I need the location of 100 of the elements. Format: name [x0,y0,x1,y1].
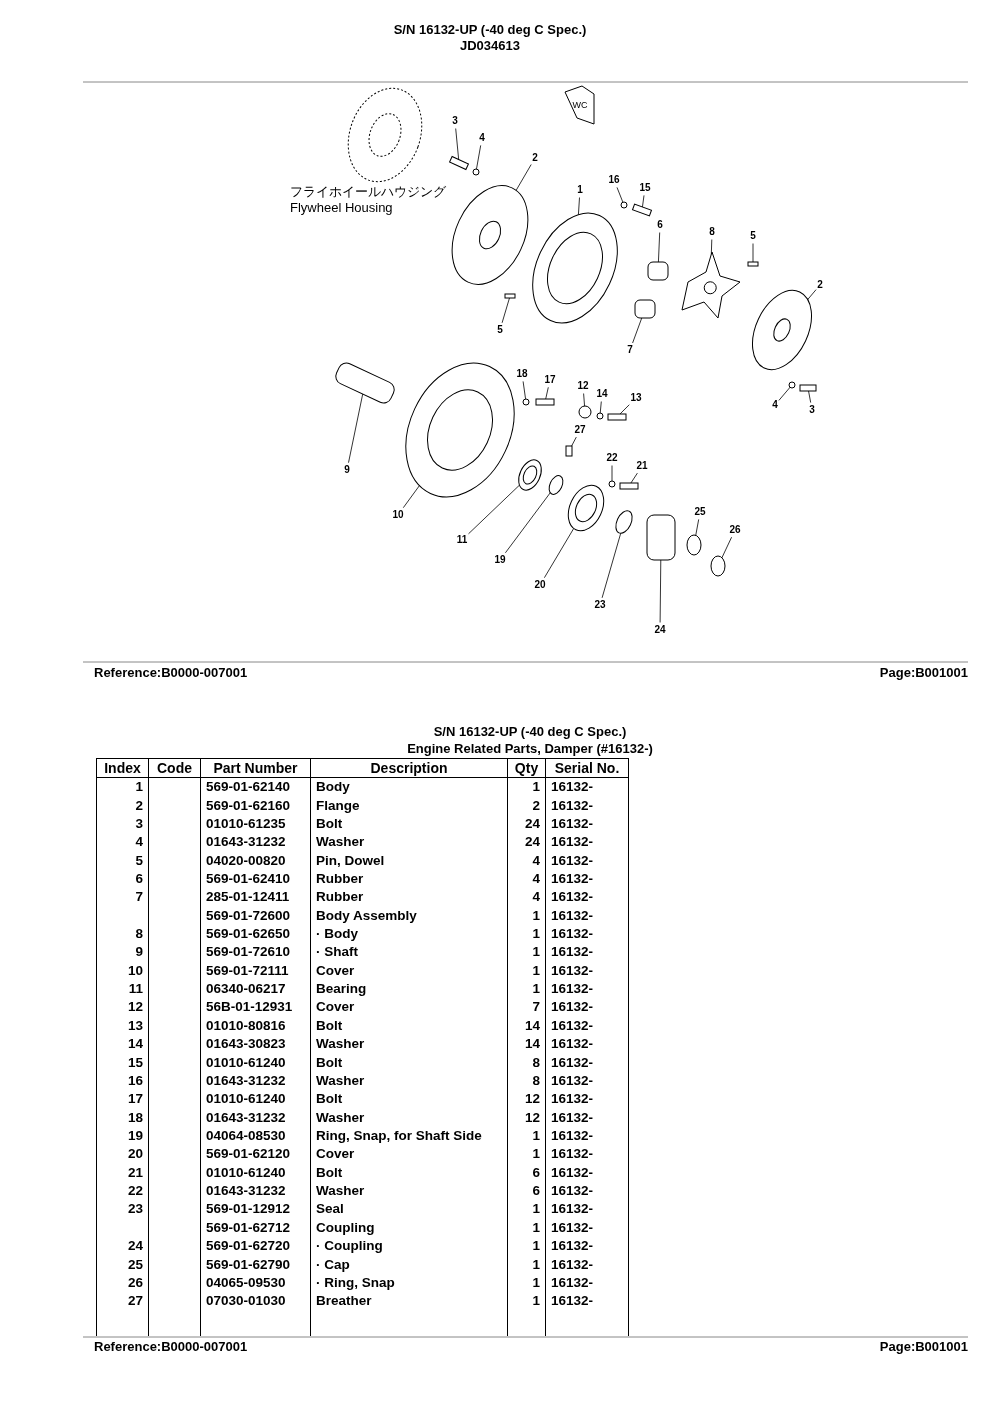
leader-line [778,386,791,401]
index-cell: 10 [96,961,149,980]
part-number-cell: 569-01-72610 [200,943,311,962]
snap-ring-drawing [710,555,726,577]
serial-cell: 16132- [545,1218,629,1237]
page-number: Page:B001001 [879,665,968,681]
callout-number: 2 [532,152,538,164]
leader-line [545,386,549,400]
callout-number: 5 [497,324,503,336]
part-number-cell: 01643-31232 [200,1071,311,1091]
callout-number: 10 [392,509,404,521]
serial-cell: 16132- [545,924,629,944]
reference-number: Reference:B0000-007001 [94,665,248,681]
serial-cell: 16132- [545,869,629,889]
cover-drawing [578,405,592,419]
part-number-cell: 569-01-62120 [200,1145,311,1164]
quantity-cell: 4 [507,869,546,889]
bolt-drawing [632,203,652,217]
part-number-cell: 04064-08530 [200,1126,311,1146]
leader-line [505,492,551,554]
serial-cell: 16132- [545,1053,629,1072]
callout-number: 1 [577,184,583,196]
callout-number: 19 [494,554,506,566]
part-number-cell: 569-01-62650 [200,924,311,944]
quantity-cell: 1 [507,943,546,962]
washer-drawing [522,398,530,406]
index-cell: 24 [96,1237,149,1256]
callout-number: 25 [694,506,706,518]
header-cell: Part Number [200,758,311,778]
index-cell: 13 [96,1016,149,1036]
part-number-cell: 569-01-62140 [200,777,311,797]
callout-number: 23 [594,599,606,611]
spider-coupling-drawing [681,251,741,319]
callout-number: 27 [574,424,586,436]
serial-cell: 16132- [545,998,629,1017]
index-cell: 27 [96,1292,149,1311]
serial-cell: 16132- [545,1108,629,1127]
quantity-cell: 1 [507,1255,546,1274]
quantity-cell: 1 [507,924,546,944]
quantity-cell: 1 [507,777,546,797]
quantity-cell: 14 [507,1035,546,1054]
description-cell: Bolt [310,1016,508,1036]
serial-cell: 16132- [545,1292,629,1311]
part-number-cell: 04020-00820 [200,851,311,870]
cover-drawing [567,484,605,532]
washer-drawing [620,201,628,209]
quantity-cell: 8 [507,1071,546,1091]
part-number-cell: 01643-31232 [200,1108,311,1127]
index-cell: 15 [96,1053,149,1072]
serial-cell: 16132- [545,1035,629,1054]
description-cell: Coupling [310,1218,508,1237]
description-cell: Bearing [310,979,508,999]
index-cell: 6 [96,869,149,889]
part-number-cell: 01010-61235 [200,814,311,834]
leader-line [807,289,817,301]
table-subtitle: Engine Related Parts, Damper (#16132-) [407,741,653,757]
quantity-cell: 4 [507,888,546,907]
header-cell: Index [96,758,149,778]
callout-number: 4 [772,399,778,411]
bolt-drawing [449,156,469,170]
serial-cell: 16132- [545,1163,629,1182]
callout-number: 15 [639,182,651,194]
cover-drawing [405,362,515,498]
part-number-cell: 01010-61240 [200,1053,311,1072]
part-number-cell: 06340-06217 [200,979,311,999]
index-cell: 1 [96,777,149,797]
flange-drawing [451,185,529,285]
index-cell: 21 [96,1163,149,1182]
reference-number: Reference:B0000-007001 [94,1339,248,1355]
callout-number: 4 [479,132,485,144]
bolt-drawing [535,398,555,406]
serial-cell: 16132- [545,1145,629,1164]
callout-number: 18 [516,368,528,380]
description-cell: Cover [310,1145,508,1164]
leader-line [468,484,520,535]
part-number-cell: 01643-31232 [200,833,311,852]
part-number-cell: 285-01-12411 [200,888,311,907]
description-cell: Rubber [310,888,508,907]
quantity-cell: 1 [507,906,546,925]
rubber-drawing [647,261,669,281]
callout-number: 16 [608,174,620,186]
title-text: S/N 16132-UP (-40 deg C Spec.) [393,22,587,38]
description-cell: Washer [310,1108,508,1127]
callout-number: 3 [452,115,458,127]
quantity-cell: 1 [507,979,546,999]
serial-cell: 16132- [545,1126,629,1146]
pin-drawing [747,261,759,267]
quantity-cell: 1 [507,1126,546,1146]
description-cell: Body Assembly [310,906,508,925]
serial-cell: 16132- [545,1181,629,1201]
index-cell: 7 [96,888,149,907]
breather-drawing [565,445,573,457]
part-number-cell: 07030-01030 [200,1292,311,1311]
part-number-cell: 01643-31232 [200,1181,311,1201]
leader-line [611,465,613,482]
serial-cell: 16132- [545,1255,629,1274]
description-cell: Washer [310,1071,508,1091]
description-cell: Body [310,777,508,797]
tag-text: WC [572,99,588,111]
leader-line [522,381,526,400]
